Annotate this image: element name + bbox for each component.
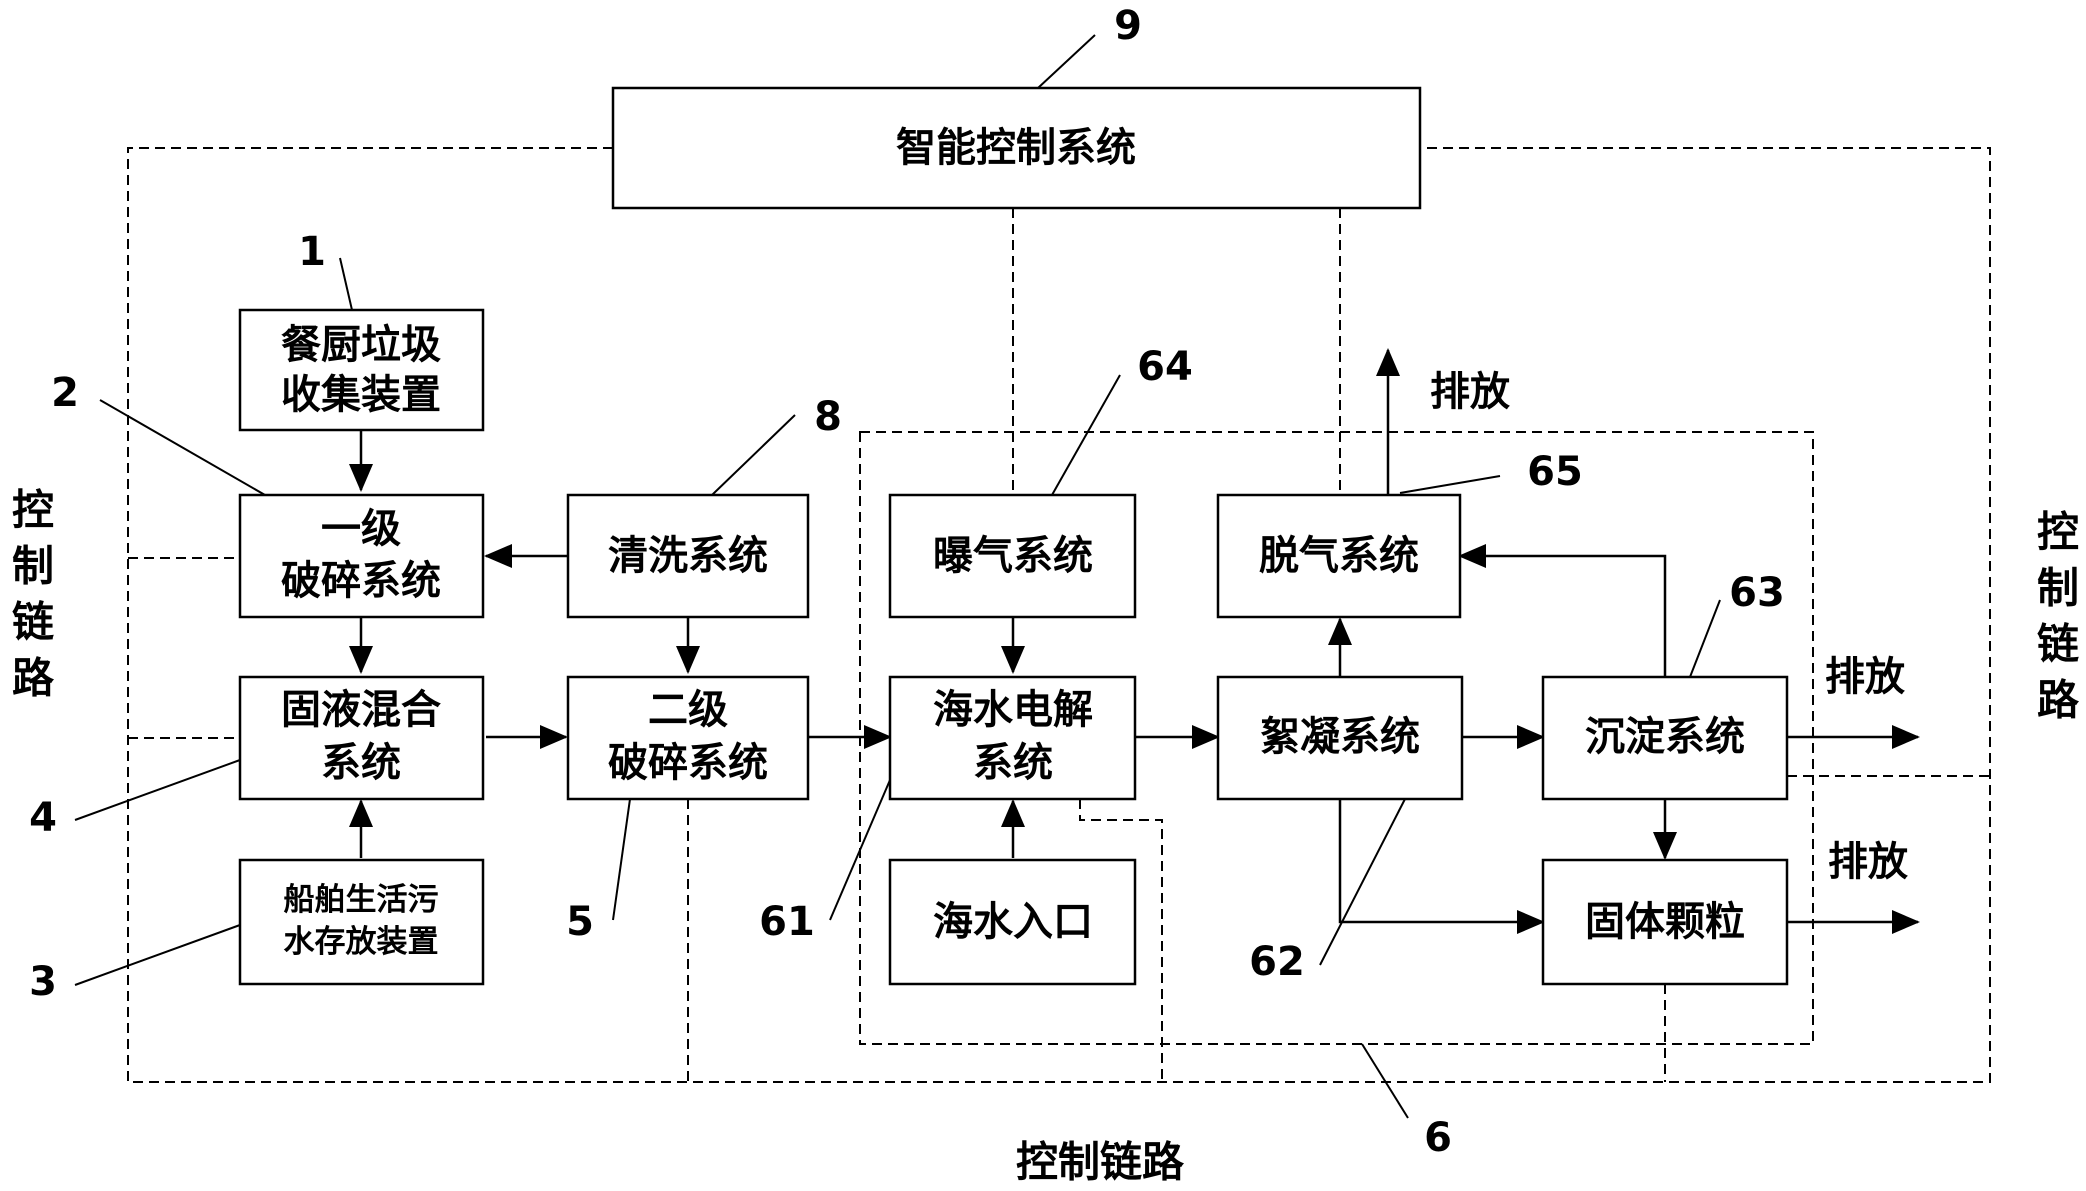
- leader-64: [1051, 374, 1121, 496]
- flocculation-label: 絮凝系统: [1260, 714, 1420, 760]
- aeration-label: 曝气系统: [933, 533, 1093, 579]
- primary-crushing-label-line2: 破碎系统: [281, 558, 441, 604]
- flow-arrows: [349, 348, 1920, 934]
- discharge-gas-label: 排放: [1430, 369, 1510, 415]
- ref-63: 63: [1729, 570, 1785, 616]
- electrolysis-label-line2: 系统: [973, 740, 1053, 786]
- ref-6: 6: [1424, 1115, 1452, 1161]
- control-link-left-char4: 路: [12, 654, 55, 703]
- reference-numbers: 9 1 2 8 4 5 3 64 61 65 63 62 6: [29, 3, 1785, 1161]
- leader-61: [829, 779, 891, 921]
- aeration-system: 曝气系统: [888, 493, 1137, 619]
- ref-9: 9: [1114, 3, 1142, 49]
- ship-sewage-storage-device: 船舶生活污 水存放装置: [238, 858, 485, 986]
- solid-particles: 固体颗粒: [1541, 858, 1789, 986]
- ref-65: 65: [1527, 449, 1583, 495]
- control-link-label-left: 控 制 链 路: [12, 486, 55, 703]
- leader-65: [1399, 475, 1501, 494]
- ref-2: 2: [51, 370, 79, 416]
- secondary-crushing-label-line2: 破碎系统: [608, 740, 768, 786]
- control-link-left-char2: 制: [12, 542, 54, 591]
- kitchen-waste-label-line1: 餐厨垃圾: [281, 322, 441, 368]
- leader-4: [74, 759, 241, 821]
- control-link-to-electrolysis: [1079, 799, 1163, 1082]
- leader-63: [1689, 599, 1721, 678]
- discharge-particles-label: 排放: [1828, 839, 1908, 885]
- leader-62: [1319, 798, 1406, 966]
- intelligent-control-system: 智能控制系统: [611, 86, 1422, 210]
- control-link-right-char1: 控: [2037, 508, 2079, 557]
- control-link-label-bottom: 控制链路: [1016, 1138, 1185, 1187]
- leader-5: [612, 798, 631, 921]
- ref-5: 5: [566, 899, 594, 945]
- kitchen-waste-collection-device: 餐厨垃圾 收集装置: [238, 308, 485, 432]
- leader-9: [1037, 34, 1096, 89]
- cleaning-system: 清洗系统: [566, 493, 810, 619]
- intelligent-control-label: 智能控制系统: [896, 125, 1136, 171]
- secondary-crushing-system: 二级 破碎系统: [566, 675, 810, 801]
- solid-liquid-mixing-system: 固液混合 系统: [238, 675, 485, 801]
- mixing-label-line1: 固液混合: [281, 687, 441, 733]
- primary-crushing-system: 一级 破碎系统: [238, 493, 485, 619]
- leader-8: [711, 414, 796, 496]
- control-link-right-char3: 链: [2037, 620, 2079, 669]
- seawater-inlet: 海水入口: [888, 858, 1137, 986]
- sedimentation-system: 沉淀系统: [1541, 675, 1789, 801]
- flocculation-system: 絮凝系统: [1216, 675, 1464, 801]
- leader-3: [74, 924, 241, 986]
- ref-4: 4: [29, 795, 57, 841]
- arrow-flocculation-to-particles: [1338, 799, 1545, 934]
- degassing-system: 脱气系统: [1216, 493, 1462, 619]
- control-link-left-char3: 链: [12, 598, 54, 647]
- control-link-left-char1: 控: [12, 486, 54, 535]
- control-link-outer: [127, 147, 1991, 1083]
- sewage-label-line2: 水存放装置: [284, 924, 439, 960]
- mixing-label-line2: 系统: [321, 740, 401, 786]
- reference-leaders: [74, 34, 1721, 1119]
- primary-crushing-label-line1: 一级: [321, 506, 401, 552]
- electrolysis-label-line1: 海水电解: [933, 687, 1093, 733]
- degassing-label: 脱气系统: [1259, 533, 1419, 579]
- leader-6: [1361, 1043, 1409, 1119]
- solid-particles-label: 固体颗粒: [1585, 899, 1745, 945]
- ref-64: 64: [1137, 344, 1193, 390]
- ref-3: 3: [29, 959, 57, 1005]
- arrow-sedimentation-to-degassing: [1458, 544, 1667, 677]
- ref-62: 62: [1249, 939, 1305, 985]
- seawater-inlet-label: 海水入口: [933, 899, 1093, 945]
- secondary-crushing-label-line1: 二级: [648, 687, 728, 733]
- discharge-sediment-label: 排放: [1825, 654, 1905, 700]
- sedimentation-label: 沉淀系统: [1585, 714, 1745, 760]
- cleaning-label: 清洗系统: [608, 533, 768, 579]
- ref-61: 61: [759, 899, 815, 945]
- control-link-right-char2: 制: [2037, 564, 2079, 613]
- control-link-right-char4: 路: [2037, 676, 2080, 725]
- control-link-label-right: 控 制 链 路: [2037, 508, 2080, 725]
- leader-1: [339, 257, 353, 311]
- seawater-electrolysis-system: 海水电解 系统: [888, 675, 1137, 801]
- kitchen-waste-label-line2: 收集装置: [281, 372, 441, 418]
- sewage-label-line1: 船舶生活污: [284, 882, 439, 918]
- ref-1: 1: [298, 229, 326, 275]
- ref-8: 8: [814, 394, 842, 440]
- leader-2: [99, 399, 266, 496]
